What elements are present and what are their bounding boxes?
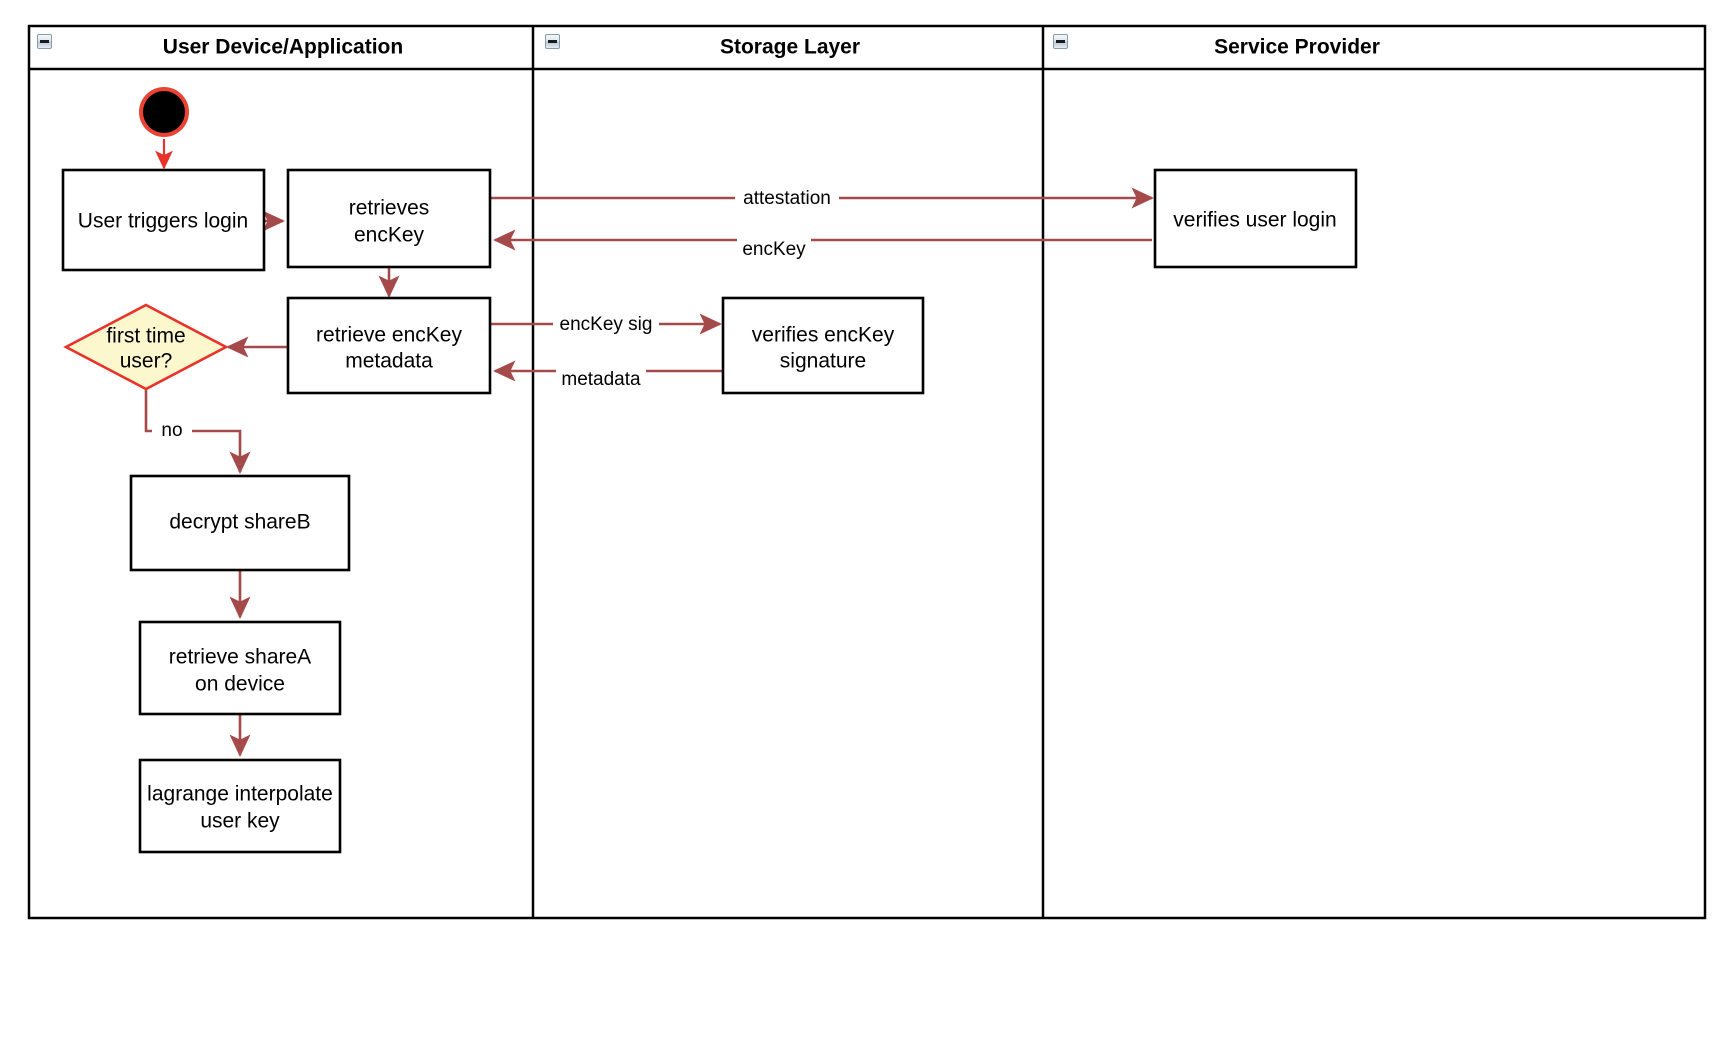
node-label-first-time-user-line1: first time (106, 325, 185, 348)
node-label-first-time-user-line2: user? (120, 350, 173, 373)
node-label-lagrange-line1: lagrange interpolate (147, 783, 333, 806)
node-verifies-user-login[interactable]: verifies user login (1153, 168, 1358, 269)
edge-label-attestation: attestation (743, 188, 831, 209)
lane-header-label-user-device: User Device/Application (163, 36, 403, 59)
node-lagrange-interpolate-user-key[interactable]: lagrange interpolate user key (138, 758, 342, 854)
node-label-retrieves-enckey-line2: encKey (354, 224, 425, 247)
edge-metadata-to-verifies-signature: encKey sig (491, 313, 722, 335)
node-label-verifies-user-login: verifies user login (1173, 209, 1336, 232)
node-start[interactable] (139, 87, 189, 137)
node-label-verifies-enckey-signature-line1: verifies encKey (752, 324, 895, 347)
minus-bar (548, 40, 557, 43)
edge-label-metadata: metadata (561, 369, 641, 390)
lane-header-label-storage-layer: Storage Layer (720, 36, 860, 59)
node-label-retrieves-enckey-line1: retrieves (349, 197, 430, 220)
node-first-time-user[interactable]: first time user? (63, 303, 229, 391)
node-retrieves-enckey[interactable]: retrieves encKey (286, 168, 492, 269)
minus-bar (1056, 40, 1065, 43)
collapse-minus-icon-user-device[interactable] (37, 34, 52, 49)
node-label-lagrange-line2: user key (200, 810, 280, 833)
node-decrypt-shareb[interactable]: decrypt shareB (129, 474, 351, 572)
node-verifies-enckey-signature[interactable]: verifies encKey signature (721, 296, 925, 395)
node-label-retrieve-sharea-line1: retrieve shareA (169, 646, 311, 669)
edge-decision-to-decrypt: no (144, 387, 251, 474)
node-label-verifies-enckey-signature-line2: signature (780, 350, 866, 373)
edge-verifies-signature-to-metadata: metadata (493, 360, 722, 392)
node-label-decrypt-shareb: decrypt shareB (169, 511, 310, 534)
edge-label-enckey-sig: encKey sig (560, 314, 653, 335)
node-retrieve-sharea-on-device[interactable]: retrieve shareA on device (138, 620, 342, 716)
node-retrieve-enckey-metadata[interactable]: retrieve encKey metadata (286, 296, 492, 395)
node-label-retrieve-enckey-metadata-line2: metadata (345, 350, 433, 373)
minus-bar (40, 40, 49, 43)
edge-service-provider-to-retrieves: encKey (493, 229, 1152, 262)
lane-header-label-service-provider: Service Provider (1214, 36, 1380, 59)
node-label-user-triggers-login: User triggers login (78, 210, 248, 233)
collapse-minus-icon-service-provider[interactable] (1053, 34, 1068, 49)
collapse-minus-icon-storage-layer[interactable] (545, 34, 560, 49)
edge-label-no: no (161, 420, 182, 441)
node-user-triggers-login[interactable]: User triggers login (61, 168, 266, 272)
lane-header-storage-layer[interactable]: Storage Layer (720, 36, 860, 59)
edge-label-enckey: encKey (742, 239, 806, 260)
lane-header-service-provider[interactable]: Service Provider (1214, 36, 1380, 59)
lane-header-user-device[interactable]: User Device/Application (163, 36, 403, 59)
node-label-retrieve-sharea-line2: on device (195, 673, 285, 696)
node-label-retrieve-enckey-metadata-line1: retrieve encKey (316, 324, 462, 347)
edge-retrieves-to-service-provider: attestation (491, 187, 1154, 209)
